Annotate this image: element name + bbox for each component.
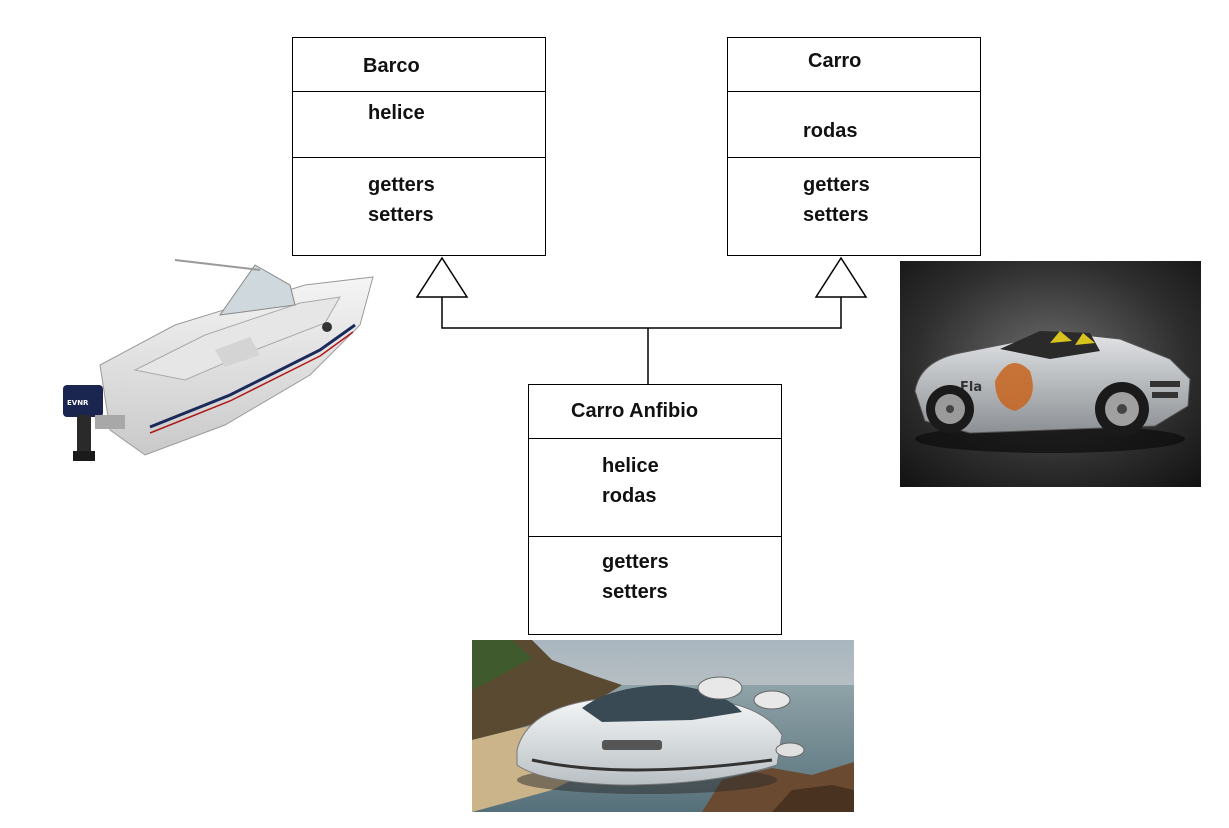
method: setters xyxy=(803,204,869,226)
generalization-arrow-carro xyxy=(814,256,868,298)
amphibious-vehicle-photo xyxy=(472,640,854,812)
class-name-section: Carro xyxy=(728,38,980,92)
sports-car-photo: Fla xyxy=(900,261,1201,487)
methods-section: getters setters xyxy=(529,537,781,607)
generalization-arrow-barco xyxy=(415,256,469,298)
class-name: Carro Anfibio xyxy=(571,400,699,422)
attribute: rodas xyxy=(803,120,858,142)
attributes-section: helice xyxy=(293,92,545,158)
class-name: Barco xyxy=(363,55,420,77)
attributes-section: helice rodas xyxy=(529,439,781,537)
svg-text:EVNR: EVNR xyxy=(67,399,89,407)
class-carro: Carro rodas getters setters xyxy=(727,37,981,256)
class-carro-anfibio: Carro Anfibio helice rodas getters sette… xyxy=(528,384,782,635)
connector-horizontal xyxy=(441,297,842,329)
class-name-section: Carro Anfibio xyxy=(529,385,781,439)
methods-section: getters setters xyxy=(728,158,980,230)
attribute: helice xyxy=(602,455,659,477)
attributes-section: rodas xyxy=(728,92,980,158)
method: getters xyxy=(368,174,435,196)
attribute: helice xyxy=(368,102,425,124)
method: setters xyxy=(368,204,434,226)
boat-photo: EVNR xyxy=(63,259,374,461)
class-name: Carro xyxy=(808,50,862,72)
method: getters xyxy=(803,174,870,196)
class-barco: Barco helice getters setters xyxy=(292,37,546,256)
method: getters xyxy=(602,551,669,573)
method: setters xyxy=(602,581,668,603)
attribute: rodas xyxy=(602,485,657,507)
methods-section: getters setters xyxy=(293,158,545,230)
class-name-section: Barco xyxy=(293,38,545,92)
